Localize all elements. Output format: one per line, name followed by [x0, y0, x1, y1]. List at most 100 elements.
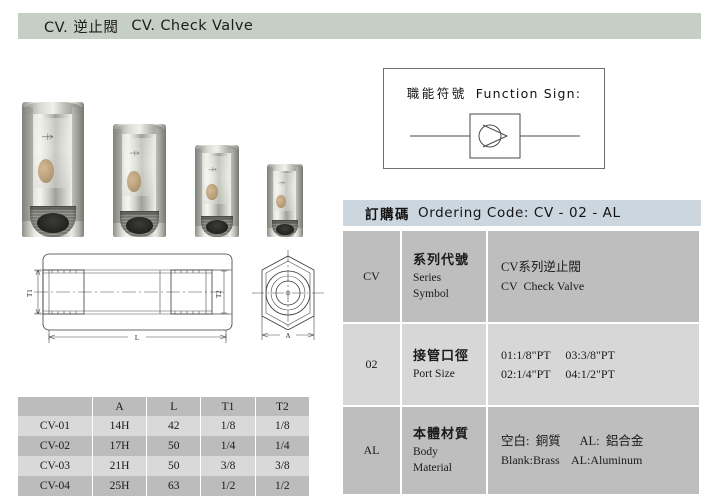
brand-logo-marking [126, 171, 141, 192]
valve-body [195, 145, 239, 237]
ordering-code-cell-name: 系列代號 Series Symbol [401, 231, 488, 324]
dimension-cell-model: CV-03 [18, 456, 93, 476]
dimension-table-row: CV-02 17H 50 1/4 1/4 [18, 436, 311, 456]
ordering-code-cell-name: 接管口徑 Port Size [401, 323, 488, 407]
dimension-l: L [48, 330, 227, 343]
dimension-cell-a: 14H [92, 416, 148, 436]
dimension-header-t2: T2 [255, 397, 311, 416]
dimension-t1: T1 [26, 269, 43, 315]
ordering-code-name-english-1: Body [413, 445, 438, 458]
ordering-code-name-chinese: 接管口徑 [413, 348, 470, 364]
ordering-code-cell-code: CV [343, 231, 402, 324]
dimension-label-l: L [135, 334, 139, 342]
ordering-code-header-english: Ordering Code: CV - 02 - AL [418, 205, 621, 221]
valve-body [22, 102, 84, 237]
ordering-code-table: CV 系列代號 Series Symbol CV系列逆止閥 CV Check V… [343, 231, 701, 496]
valve-bore-opening [36, 212, 70, 233]
dimension-cell-model: CV-04 [18, 476, 93, 496]
dimension-cell-l: 63 [146, 476, 202, 496]
function-sign-label-english: Function Sign: [475, 86, 582, 101]
ordering-code-cell-description: CV系列逆止閥 CV Check Valve [487, 231, 701, 324]
dimension-table-row: CV-01 14H 42 1/8 1/8 [18, 416, 311, 436]
valve-left-facet [22, 107, 33, 221]
dimension-cell-a: 17H [92, 436, 148, 456]
dimension-header-l: L [146, 397, 202, 416]
ordering-code-header: 訂購碼 Ordering Code: CV - 02 - AL [343, 200, 701, 226]
flow-arrow-marking [278, 181, 285, 185]
page-title-bar: CV. 逆止閥 CV. Check Valve [18, 13, 701, 39]
dimension-cell-l: 42 [146, 416, 202, 436]
dimension-header-t1: T1 [200, 397, 256, 416]
ordering-code-cell-description: 空白: 銅質 AL: 鋁合金 Blank:Brass AL:Aluminum [487, 406, 701, 496]
dimension-table-row: CV-03 21H 50 3/8 3/8 [18, 456, 311, 476]
ordering-code-row-port-size: 02 接管口徑 Port Size 01:1/8"PT 03:3/8"PT 02… [343, 323, 701, 407]
dimension-cell-t1: 1/4 [200, 436, 256, 456]
dimension-header-a: A [92, 397, 148, 416]
function-sign-label-chinese: 職能符號 [406, 86, 467, 101]
brand-logo-marking [206, 183, 218, 201]
ordering-code-name-english-2: Material [413, 461, 452, 474]
ordering-code-cell-name: 本體材質 Body Material [401, 406, 488, 496]
dimension-cell-l: 50 [146, 456, 202, 476]
brand-logo-marking [38, 158, 55, 183]
dimension-cell-model: CV-01 [18, 416, 93, 436]
dimension-table-row: CV-04 25H 63 1/2 1/2 [18, 476, 311, 496]
valve-right-facet [155, 128, 166, 224]
valve-bore-opening [125, 216, 154, 234]
product-photo-valve-largest [22, 102, 84, 237]
page-title-chinese: CV. 逆止閥 [44, 19, 119, 36]
dimension-label-t1: T1 [26, 289, 34, 297]
product-photo-valve-medium [195, 145, 239, 237]
valve-right-facet [296, 166, 303, 229]
valve-right-facet [230, 148, 239, 226]
product-photo-valve-small [267, 164, 303, 237]
valve-top-chamfer [25, 102, 81, 115]
ordering-code-row-body-material: AL 本體材質 Body Material 空白: 銅質 AL: 鋁合金 Bla… [343, 406, 701, 496]
drawing-side-view [34, 253, 233, 331]
ordering-code-desc-english: CV Check Valve [501, 278, 585, 293]
dimension-cell-l: 50 [146, 436, 202, 456]
dimension-t2: T2 [212, 269, 230, 315]
ordering-code-name-english-1: Series [413, 271, 442, 284]
valve-left-facet [267, 166, 274, 229]
ordering-code-cell-code: 02 [343, 323, 402, 407]
dimension-label-a: A [285, 332, 290, 340]
dimension-cell-t2: 3/8 [255, 456, 311, 476]
flow-arrow-marking [129, 150, 140, 157]
dimension-cell-t1: 1/8 [200, 416, 256, 436]
dimension-cell-t1: 1/2 [200, 476, 256, 496]
check-valve-symbol-icon [410, 113, 580, 159]
dimension-table-header-row: A L T1 T2 [18, 397, 311, 416]
dimension-cell-t2: 1/4 [255, 436, 311, 456]
function-sign-label: 職能符號 Function Sign: [384, 83, 604, 102]
valve-bore-opening [205, 220, 229, 235]
flow-arrow-marking [208, 166, 217, 172]
dimension-header-model [18, 397, 93, 416]
ordering-code-name-english-1: Port Size [413, 367, 455, 380]
dimension-cell-a: 21H [92, 456, 148, 476]
dimension-cell-model: CV-02 [18, 436, 93, 456]
ordering-code-name-chinese: 系列代號 [413, 251, 470, 267]
valve-top-chamfer [269, 164, 301, 171]
dimension-cell-a: 25H [92, 476, 148, 496]
ordering-code-desc-chinese: CV系列逆止閥 [501, 259, 581, 274]
function-sign-box: 職能符號 Function Sign: [383, 68, 605, 169]
dimension-cell-t2: 1/8 [255, 416, 311, 436]
valve-right-facet [72, 107, 84, 221]
flow-arrow-marking [41, 133, 53, 141]
technical-drawing: T1 T2 L [8, 240, 338, 385]
ordering-code-name-english-2: Symbol [413, 287, 449, 300]
valve-bore-opening [275, 223, 295, 235]
dimension-cell-t2: 1/2 [255, 476, 311, 496]
dimension-table: A L T1 T2 CV-01 14H 42 1/8 1/8 CV-02 17H… [18, 397, 311, 496]
ordering-code-cell-description: 01:1/8"PT 03:3/8"PT 02:1/4"PT 04:1/2"PT [487, 323, 701, 407]
ordering-code-row-series: CV 系列代號 Series Symbol CV系列逆止閥 CV Check V… [343, 231, 701, 324]
valve-left-facet [195, 148, 203, 226]
brand-logo-marking [276, 194, 286, 208]
valve-body [267, 164, 303, 237]
dimension-label-t2: T2 [215, 290, 223, 298]
ordering-code-desc-english: Blank:Brass AL:Aluminum [501, 452, 643, 467]
product-photo-group [10, 52, 340, 237]
valve-body [113, 124, 166, 237]
ordering-code-desc-line-2: 02:1/4"PT 04:1/2"PT [501, 366, 615, 381]
